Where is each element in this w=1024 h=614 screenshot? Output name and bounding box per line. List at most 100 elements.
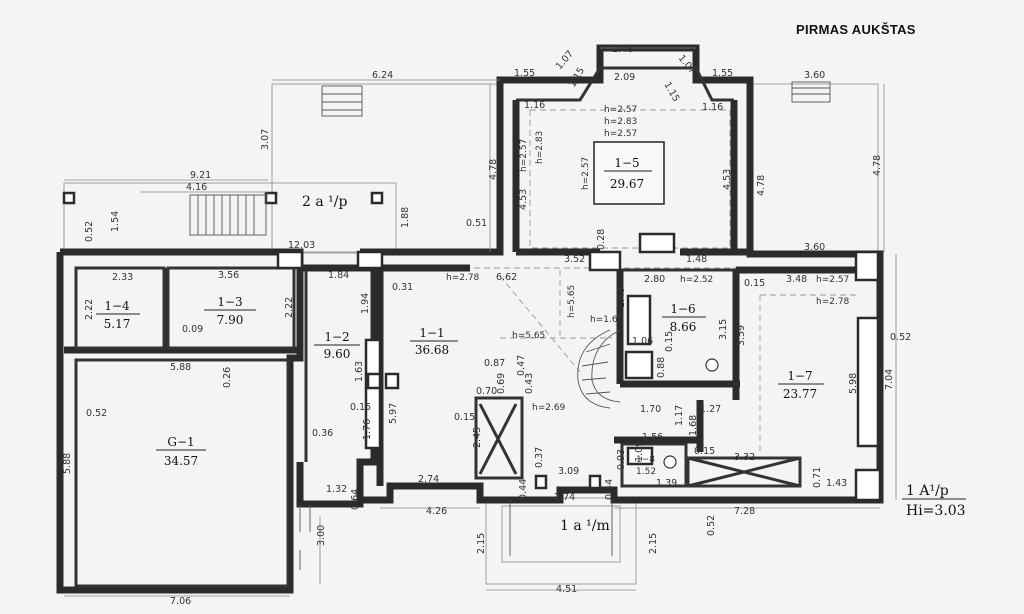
dashed-lines (384, 109, 860, 452)
room-1-4: 1−4 5.17 (96, 299, 140, 331)
dim-label: 7.28 (734, 506, 755, 517)
dim-label: 0.51 (466, 218, 487, 229)
dim-label: 0.15 (664, 331, 675, 352)
dim-label: 0.15 (350, 402, 371, 413)
room-id: G−1 (167, 435, 194, 449)
height-label: h=2.57 (604, 105, 637, 115)
room-area: 23.77 (783, 387, 817, 401)
dim-label: 0.26 (222, 367, 233, 388)
dim-label: 0.43 (524, 373, 535, 394)
dim-label: 0.87 (484, 358, 505, 369)
room-area: 29.67 (610, 177, 644, 191)
room-id: 1−3 (217, 295, 242, 309)
dim-label: 12.03 (288, 240, 315, 251)
height-label: h=2.69 (532, 403, 566, 413)
floor-code: 1 A¹/p (906, 483, 949, 499)
dim-label: 4.78 (488, 159, 499, 180)
dim-label: 1.49 (616, 287, 627, 308)
dim-label: 3.00 (316, 525, 327, 546)
room-1-6: 1−6 8.66 (662, 302, 706, 334)
dim-label: 3.32 (734, 452, 755, 463)
dim-label: 1.55 (514, 68, 535, 79)
dim-label: 4.53 (722, 169, 733, 190)
room-1-8: 1−8 1.52 (636, 455, 656, 477)
height-label: h=1.60 (590, 315, 624, 325)
dim-label: 2.74 (554, 492, 575, 503)
height-label: h=5.65 (512, 331, 545, 341)
dim-label: 3.15 (718, 319, 729, 340)
dim-label: 0.31 (392, 282, 413, 293)
dim-label: 1.48 (686, 254, 707, 265)
dim-label: 7.04 (884, 369, 895, 390)
dim-label: 0.88 (656, 357, 667, 378)
room-area: 8.66 (670, 320, 697, 334)
height-label: h=2.57 (581, 157, 591, 190)
room-id: 1−1 (419, 326, 444, 340)
dim-label: 3.60 (804, 70, 825, 81)
dim-label: 0.44 (518, 479, 529, 500)
dim-label: 1.07 (554, 49, 576, 72)
room-1-7: 1−7 23.77 (778, 369, 824, 401)
height-label: h=5.65 (567, 285, 577, 318)
dim-label: 4.53 (518, 189, 529, 210)
height-label: h=2.52 (680, 275, 713, 285)
dim-label: 4.51 (556, 584, 577, 595)
room-area: 36.68 (415, 343, 449, 357)
walls (56, 44, 884, 594)
height-label: h=2.57 (816, 275, 849, 285)
dim-label: 1.16 (524, 100, 545, 111)
wall-details (62, 191, 882, 502)
dim-label: 2.15 (476, 533, 487, 554)
room-area: 9.60 (324, 347, 351, 361)
dim-label: 3.48 (786, 274, 807, 285)
room-1-1: 1−1 36.68 (410, 326, 458, 357)
dim-label: 1.56 (642, 432, 663, 443)
dim-label: 0.93 (616, 449, 627, 470)
dim-label: 0.15 (694, 446, 715, 457)
annotations: 2 a ¹/p 1 a ¹/m 1 A¹/p Hi=3.03 (302, 194, 966, 534)
room-id: 1−8 (636, 455, 655, 465)
dim-label: 1.94 (360, 293, 371, 314)
room-1-2: 1−2 9.60 (314, 330, 360, 361)
dim-label: 0.52 (86, 408, 107, 419)
dim-label: 1.84 (328, 270, 349, 281)
dim-label: 5.88 (170, 362, 191, 373)
dim-label: 2.22 (284, 297, 295, 318)
dim-label: 0.37 (534, 447, 545, 468)
height-label: h=2.83 (535, 131, 545, 164)
dim-label: 0.52 (890, 332, 911, 343)
dim-label: 1.06 (632, 336, 653, 347)
room-area: 5.17 (104, 317, 131, 331)
height-label: h=2.57 (519, 139, 529, 172)
floor-height: Hi=3.03 (906, 503, 966, 519)
dim-label: 1.70 (640, 404, 661, 415)
height-label: h=2.57 (604, 129, 637, 139)
terrace-label: 2 a ¹/p (302, 194, 347, 210)
dim-label: 0.52 (84, 221, 95, 242)
dim-label: 1.09 (634, 441, 645, 462)
dimension-values: 6.24 9.21 4.16 3.07 1.54 0.52 1.88 12.03… (62, 44, 911, 607)
dim-label: 4.78 (872, 155, 883, 176)
dim-label: 1.15 (661, 80, 681, 104)
dim-label: 3.56 (218, 270, 239, 281)
dim-label: 2.22 (84, 299, 95, 320)
page-title: PIRMAS AUKŠTAS (796, 22, 916, 37)
dim-label: 5.98 (848, 373, 859, 394)
dim-label: 9.21 (190, 170, 211, 181)
room-labels: 1−1 36.68 1−2 9.60 1−3 7.90 1−4 5.17 1−5… (96, 141, 824, 477)
dim-label: 1.43 (826, 478, 847, 489)
dim-label: 3.09 (558, 466, 579, 477)
dim-label: 1.32 (326, 484, 347, 495)
room-id: 1−2 (324, 330, 349, 344)
dim-label: 2.48 (612, 44, 633, 55)
room-area: 1.52 (636, 467, 656, 477)
dim-label: 6.62 (496, 272, 517, 283)
dim-label: 2.33 (112, 272, 133, 283)
room-1-5: 1−5 29.67 (593, 141, 665, 205)
dim-label: 4.78 (756, 175, 767, 196)
dim-label: 1.39 (656, 478, 677, 489)
dim-label: 2.74 (418, 474, 439, 485)
dim-label: 1.27 (700, 404, 721, 415)
dim-label: 0.64 (350, 489, 361, 510)
